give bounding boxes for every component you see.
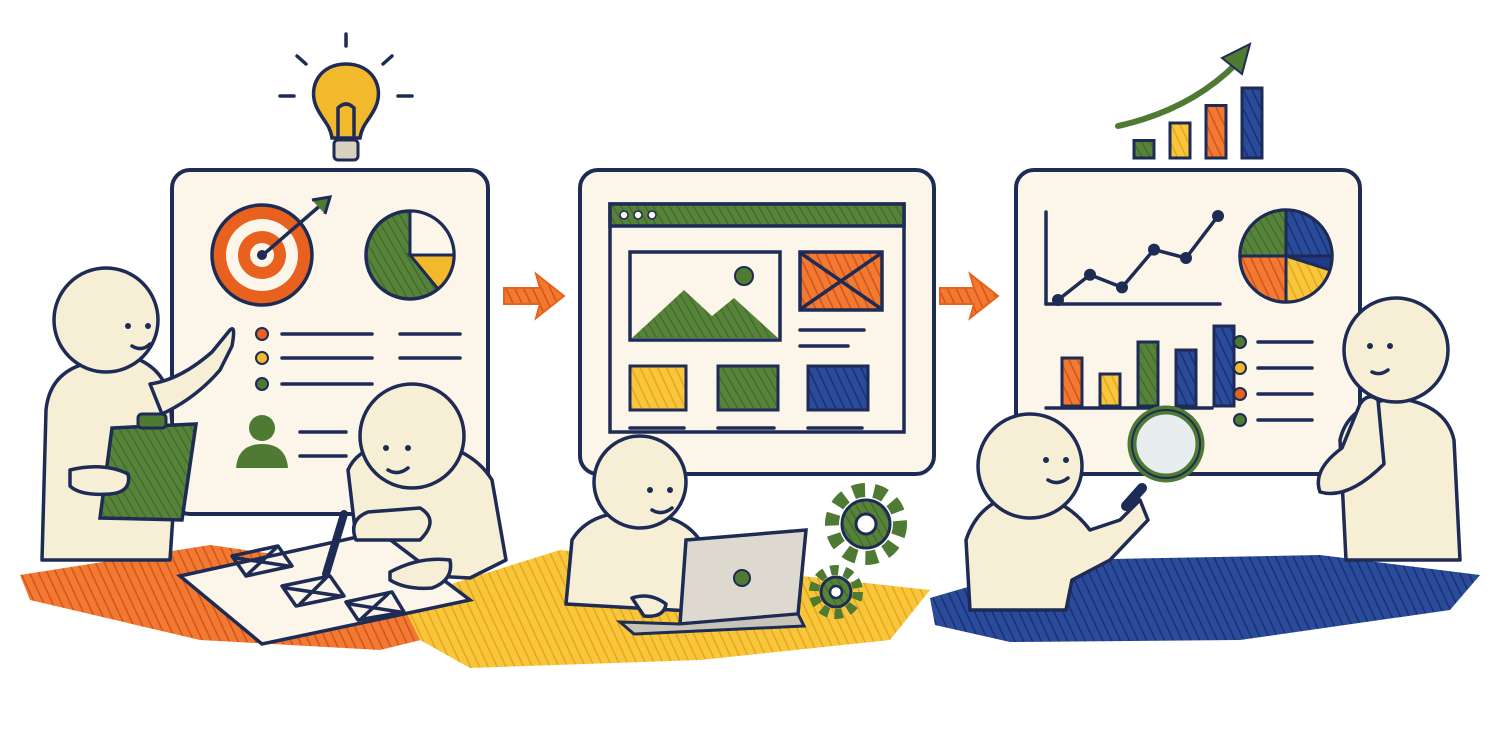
tile-navy [806, 364, 870, 412]
clipboard-icon [98, 412, 199, 522]
tile-green [716, 364, 780, 412]
person-analyst [964, 405, 1205, 612]
bar [1212, 324, 1236, 408]
bullet-list-2 [1233, 335, 1314, 427]
person-thinking [1316, 296, 1462, 562]
user-icon [236, 415, 348, 468]
pie-chart-icon [364, 209, 456, 301]
growth-bar [1204, 104, 1228, 160]
line-point [1148, 243, 1160, 256]
image-placeholder-icon [628, 250, 782, 342]
growth-bar [1132, 139, 1156, 160]
line-point [1212, 210, 1224, 222]
pie-chart-icon-2 [1238, 208, 1334, 304]
person-sketching [176, 382, 508, 646]
line-chart-icon [1052, 210, 1224, 306]
panel-build [578, 168, 936, 476]
target-icon [210, 195, 333, 307]
growth-bar-chart-icon [1115, 42, 1264, 160]
line-point [1116, 281, 1128, 294]
line-point [1084, 268, 1096, 281]
panel-analyze [1014, 168, 1362, 476]
growth-bar [1240, 86, 1264, 160]
bar [1174, 348, 1198, 408]
tile-yellow [628, 364, 688, 412]
bullet-list [255, 327, 462, 391]
laptop-icon [615, 528, 808, 636]
bar [1098, 372, 1122, 408]
gear-icon [825, 483, 907, 565]
bar [1060, 356, 1084, 408]
arrow-right-icon [503, 271, 566, 321]
bar-chart [1060, 324, 1236, 408]
browser-titlebar [608, 202, 906, 228]
line-point [1052, 294, 1064, 306]
magnifier-icon [1121, 405, 1205, 511]
line-point [1180, 252, 1192, 264]
series-line [1056, 214, 1220, 302]
growth-bar [1168, 121, 1192, 160]
person-presenter [40, 266, 236, 562]
lightbulb-icon [278, 32, 414, 162]
crossed-image-placeholder [798, 250, 884, 348]
person-coding [564, 434, 808, 636]
arrow-right-icon-2 [939, 271, 1000, 321]
gear-small-icon [809, 565, 863, 619]
bar [1136, 340, 1160, 408]
sketch-paper [176, 530, 475, 646]
